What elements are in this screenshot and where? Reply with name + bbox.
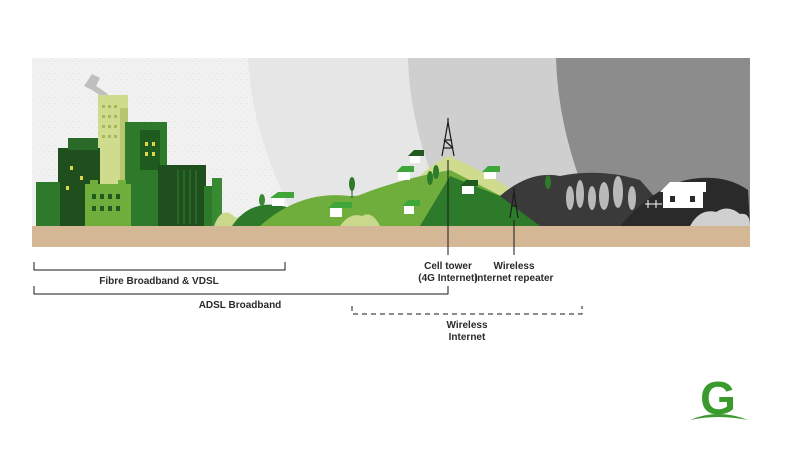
cell-tower-label-line2: (4G Internet)	[418, 273, 477, 284]
fibre-bracket	[33, 262, 286, 271]
rural-hills	[232, 156, 750, 226]
repeater-label-line2: Internet repeater	[475, 273, 554, 284]
cell-tower-icon	[441, 118, 455, 157]
adsl-bracket	[33, 286, 449, 295]
wireless-bracket	[351, 306, 583, 315]
repeater-label-line1: Wireless	[493, 261, 534, 272]
wireless-label-line2: Internet	[449, 332, 486, 343]
city-skyline	[36, 74, 250, 226]
trees	[259, 165, 636, 210]
ground-strip	[32, 226, 750, 247]
wireless-repeater-icon	[509, 188, 519, 219]
fibre-label: Fibre Broadband & VDSL	[99, 276, 218, 287]
houses	[270, 150, 706, 217]
wireless-label-line1: Wireless	[446, 320, 487, 331]
brand-logo: G	[690, 372, 748, 424]
adsl-label: ADSL Broadband	[199, 300, 282, 311]
cell-tower-label-line1: Cell tower	[424, 261, 472, 272]
